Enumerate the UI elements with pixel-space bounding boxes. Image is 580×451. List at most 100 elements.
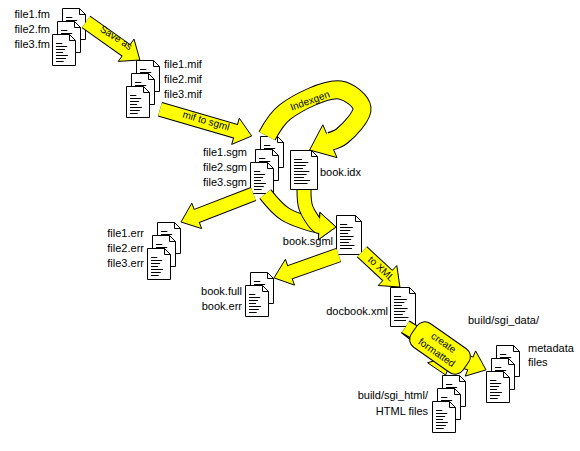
arrow-body: [195, 194, 254, 217]
page-text-line: [441, 397, 447, 398]
page-icon: [336, 215, 362, 255]
page-text-line: [490, 380, 496, 381]
page-text-line: [500, 354, 506, 355]
page-fold: [504, 372, 510, 378]
page-text-line: [490, 386, 499, 387]
page-icon: [433, 402, 456, 433]
document-stack: build/sgi_html/HTML files: [432, 375, 466, 433]
page-text-line: [441, 400, 452, 401]
arrow-label: Save as: [98, 23, 135, 53]
page-text-line: [130, 101, 139, 102]
page-text-line: [249, 297, 260, 298]
page-text-line: [66, 20, 77, 21]
page-text-line: [259, 161, 270, 162]
document-stack: file1.sgmfile2.sgmfile3.sgm: [250, 136, 284, 194]
page-text-line: [394, 305, 402, 306]
page-text-line: [294, 183, 308, 184]
page-fold: [263, 286, 269, 292]
arrow-label: Indexgen: [289, 88, 332, 113]
document-stack: book.idx: [290, 150, 318, 190]
page-text-line: [394, 299, 407, 300]
arrow-body: [288, 255, 339, 273]
file-label: metadata files: [528, 341, 578, 369]
page-text-line: [490, 383, 501, 384]
page-text-line: [151, 260, 162, 261]
page-text-line: [135, 82, 141, 83]
flow-arrow: [160, 109, 252, 144]
page-fold: [460, 376, 466, 382]
page-text-line: [490, 392, 502, 393]
page-text-line: [249, 309, 259, 310]
page-outline: [127, 87, 150, 118]
page-text-line: [56, 58, 66, 59]
page-text-line: [394, 302, 404, 303]
arrow-outline: [290, 255, 339, 272]
page-text-line: [490, 395, 500, 396]
arrow-outline: [304, 190, 319, 226]
file-label: file3.err: [107, 256, 144, 270]
arrow-body: [304, 190, 321, 226]
page-text-line: [436, 413, 447, 414]
page-text-line: [500, 357, 511, 358]
page-fold: [268, 163, 274, 169]
file-label: file2.mif: [164, 72, 202, 86]
page-text-line: [151, 275, 159, 276]
document-stack: build/sgi_data/metadata files: [486, 345, 520, 403]
page-text-line: [254, 189, 262, 190]
page-text-line: [61, 33, 72, 34]
file-label: file1.fm: [15, 7, 50, 21]
page-text-line: [56, 55, 68, 56]
page-text-line: [249, 303, 256, 304]
page-icon: [391, 288, 416, 327]
page-text-line: [294, 159, 302, 160]
file-label: docbook.xml: [326, 304, 388, 318]
page-icon: [127, 87, 150, 118]
page-text-line: [254, 180, 261, 181]
page-outline: [291, 151, 318, 190]
file-label: file1.sgm: [203, 145, 247, 159]
page-text-line: [436, 428, 444, 429]
page-icon: [148, 249, 171, 280]
page-text-line: [490, 398, 498, 399]
page-text-line: [490, 389, 497, 390]
page-text-line: [294, 168, 303, 169]
page-fold: [450, 402, 456, 408]
page-outline: [53, 35, 76, 66]
page-fold: [70, 35, 76, 41]
page-text-line: [130, 113, 138, 114]
arrow-head: [232, 118, 252, 144]
page-text-line: [56, 43, 62, 44]
file-label: file3.mif: [164, 87, 202, 101]
page-text-line: [151, 272, 161, 273]
page-icon: [290, 150, 318, 190]
page-fold: [144, 87, 150, 93]
flow-arrow: [265, 194, 336, 240]
page-fold: [175, 223, 181, 229]
flow-arrow: [181, 194, 253, 229]
page-text-line: [340, 239, 351, 240]
document-stack: file1.miffile2.miffile3.mif: [126, 60, 160, 118]
page-text-line: [264, 145, 270, 146]
page-text-line: [161, 234, 172, 235]
page-fold: [356, 216, 362, 222]
page-fold: [509, 359, 515, 365]
page-text-line: [436, 422, 448, 423]
page-fold: [278, 137, 284, 143]
page-text-line: [254, 183, 266, 184]
page-text-line: [254, 177, 263, 178]
page-text-line: [436, 416, 445, 417]
page-text-line: [130, 98, 141, 99]
page-text-line: [249, 300, 258, 301]
page-text-line: [340, 248, 352, 249]
arrow-label: create formatted: [405, 317, 475, 378]
file-label: file1.err: [107, 226, 144, 240]
page-text-line: [394, 311, 405, 312]
page-text-line: [66, 17, 72, 18]
flow-arrow: [274, 255, 339, 285]
page-text-line: [254, 174, 265, 175]
page-outline: [487, 372, 510, 403]
page-icon: [245, 272, 274, 317]
document-stack: file1.errfile2.errfile3.err: [147, 222, 181, 280]
page-outline: [251, 163, 274, 194]
page-outline: [433, 402, 456, 433]
